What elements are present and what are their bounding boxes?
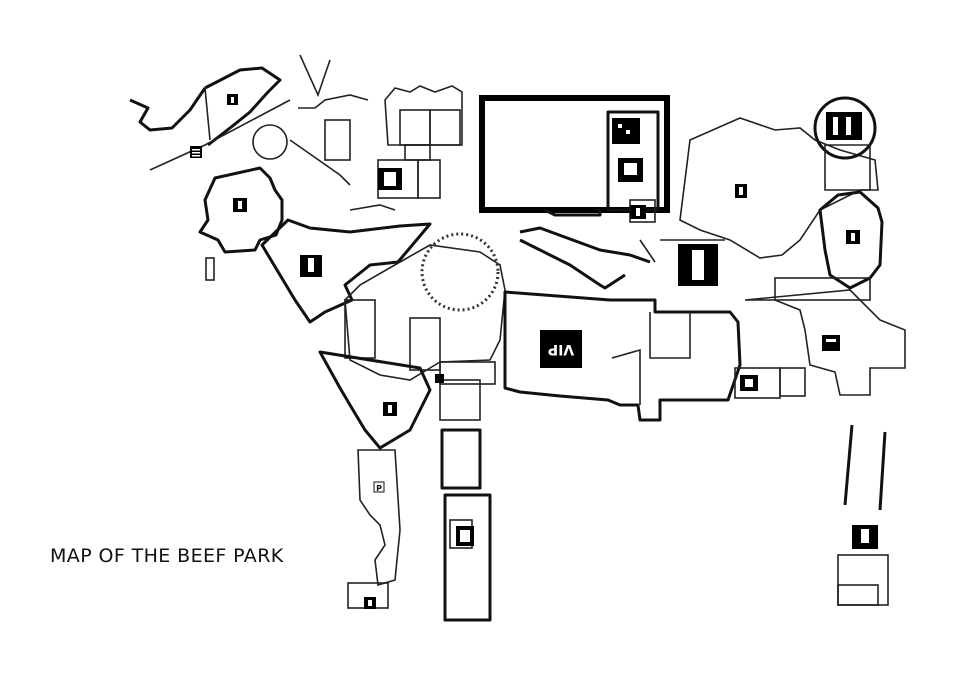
vip-icon[interactable]: VIP <box>540 330 582 368</box>
ring-area <box>420 232 500 312</box>
stairs-icon[interactable] <box>190 146 202 158</box>
restroom-icon[interactable] <box>630 205 646 219</box>
restroom-icon[interactable] <box>300 255 322 277</box>
restroom-icon[interactable] <box>846 230 860 244</box>
restroom-icon[interactable] <box>383 402 397 416</box>
info-icon[interactable] <box>740 375 758 391</box>
restroom-icon[interactable] <box>364 597 376 609</box>
elevator-icon[interactable] <box>456 526 474 546</box>
info-icon[interactable] <box>435 374 444 383</box>
elevator-icon[interactable] <box>826 112 862 140</box>
restroom-icon[interactable] <box>852 525 878 549</box>
right-front-leg <box>837 424 889 606</box>
right-lobe <box>818 190 884 290</box>
restroom-icon[interactable] <box>678 244 718 286</box>
vip-building <box>503 239 742 422</box>
right-lower-complex <box>734 277 906 399</box>
neck-region <box>260 159 441 324</box>
left-front-leg <box>318 350 481 609</box>
restroom-icon[interactable] <box>233 198 247 212</box>
map-title: MAP OF THE BEEF PARK <box>50 545 284 567</box>
info-icon[interactable] <box>227 94 238 105</box>
parking-label: P <box>376 484 382 493</box>
exit-icon[interactable] <box>822 335 840 351</box>
parking-icon[interactable]: P <box>373 481 385 493</box>
central-lines <box>519 226 656 290</box>
elevator-icon[interactable] <box>618 158 643 182</box>
vip-label: VIP <box>548 341 574 357</box>
right-shoulder-building <box>679 96 879 259</box>
top-center-building <box>384 85 463 161</box>
elevator-icon[interactable] <box>378 168 402 190</box>
ear-region <box>198 166 284 281</box>
head-region <box>129 54 369 186</box>
middle-leg <box>440 428 492 622</box>
restaurant-icon[interactable] <box>612 118 640 144</box>
restroom-icon[interactable] <box>735 184 747 198</box>
